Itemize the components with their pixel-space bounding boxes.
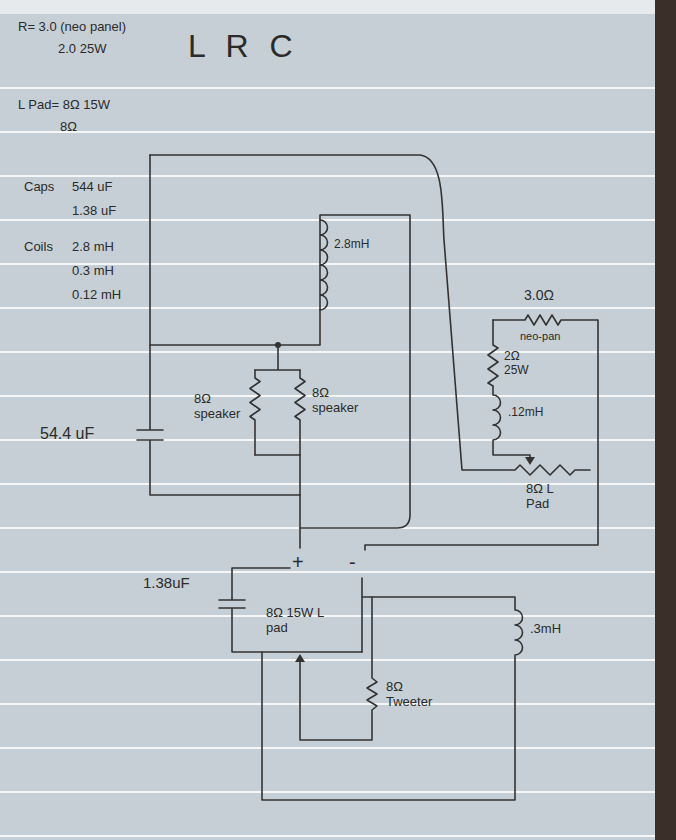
component-value: 2.8mH [334, 238, 369, 252]
wiper-arrow [525, 457, 535, 465]
note-text: 2.0 25W [58, 42, 106, 57]
note-text: L Pad= 8Ω 15W [18, 98, 110, 113]
component-label: 8Ω L Pad [526, 482, 574, 512]
woofer-wire [150, 155, 590, 475]
component-value: 2Ω 25W [504, 350, 544, 378]
title: L R C [188, 28, 293, 65]
component-label: neo-pan [520, 330, 560, 343]
note-text: Caps [24, 180, 54, 195]
note-text: 1.38 uF [72, 204, 116, 219]
resistor-symbol [365, 315, 598, 550]
junction-dot [275, 342, 281, 348]
inductor-symbol [262, 578, 523, 800]
component-label: 8Ω 15W L pad [266, 606, 344, 636]
terminal-sign: - [349, 551, 356, 574]
note-text: 0.12 mH [72, 288, 121, 303]
component-value: 54.4 uF [40, 425, 94, 443]
inductor-symbol [320, 220, 328, 310]
component-value: .12mH [508, 406, 543, 420]
resistor-symbol [250, 370, 260, 455]
capacitor-symbol [137, 155, 300, 495]
wire [150, 310, 320, 345]
component-value: 3.0Ω [524, 287, 554, 303]
terminal-sign: + [292, 551, 304, 574]
resistor-symbol [295, 370, 305, 548]
wire [255, 345, 300, 455]
component-value: 1.38uF [143, 574, 190, 591]
note-text: 2.8 mH [72, 240, 114, 255]
note-text: 8Ω [60, 120, 77, 135]
wires [137, 155, 598, 800]
note-text: 0.3 mH [72, 264, 114, 279]
wiper-arrow [295, 654, 305, 662]
paper [0, 0, 655, 840]
note-text: Coils [24, 240, 53, 255]
capacitor-symbol [219, 568, 362, 652]
component-label: 8Ω speaker [312, 386, 364, 416]
component-value: .3mH [530, 622, 561, 637]
note-text: R= 3.0 (neo panel) [18, 20, 126, 35]
ruled-lines [0, 88, 655, 836]
component-label: 8Ω Tweeter [386, 680, 444, 710]
component-label: 8Ω speaker [194, 392, 246, 422]
note-text: 544 uF [72, 180, 112, 195]
paper-top [0, 0, 655, 14]
wire [300, 215, 410, 528]
